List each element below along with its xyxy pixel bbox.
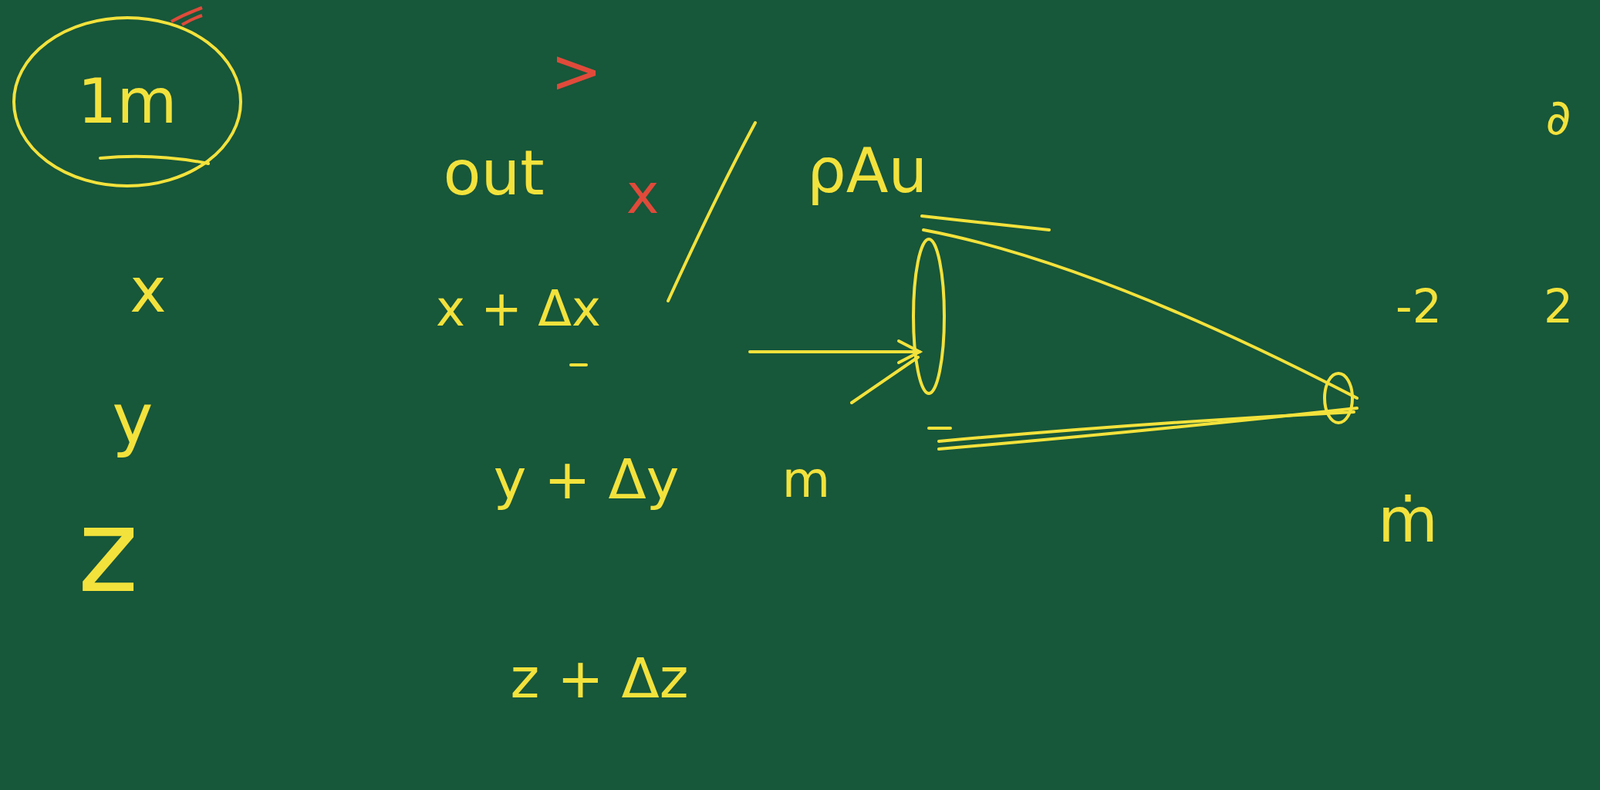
node-text: 1m — [77, 67, 178, 136]
nozzle-sketch — [100, 122, 1357, 449]
tick — [570, 363, 587, 367]
board-label: z + Δz — [510, 648, 689, 709]
board-label: y — [111, 380, 153, 457]
board-label: > — [550, 37, 602, 106]
board-label: ∂ — [1545, 90, 1571, 145]
nozzle-wall — [938, 408, 1357, 449]
board-label: ρAu — [806, 137, 928, 206]
circled-note: 1m — [11, 15, 244, 189]
nozzle-wall — [923, 229, 1357, 399]
board-label: z — [77, 487, 139, 615]
outlet-section — [1324, 373, 1353, 423]
flow-arrow — [749, 350, 920, 354]
board-label: x — [129, 256, 166, 325]
flow-stroke — [851, 357, 919, 403]
underline — [921, 216, 1050, 230]
board-label: 2 — [1543, 280, 1573, 332]
board-label: m — [782, 452, 831, 507]
board-label: ṁ — [1377, 486, 1438, 555]
board-label: y + Δy — [493, 448, 680, 510]
stroke — [668, 122, 756, 301]
tick — [928, 426, 951, 430]
board-label: x — [626, 163, 660, 225]
board-label: -2 — [1395, 280, 1442, 332]
board-label: out — [442, 139, 544, 208]
board-label: x + Δx — [435, 281, 601, 336]
nozzle-wall — [938, 411, 1354, 442]
underline — [100, 156, 209, 164]
circle-outline — [13, 17, 241, 186]
inlet-section — [913, 239, 945, 394]
red-mark — [171, 7, 203, 25]
